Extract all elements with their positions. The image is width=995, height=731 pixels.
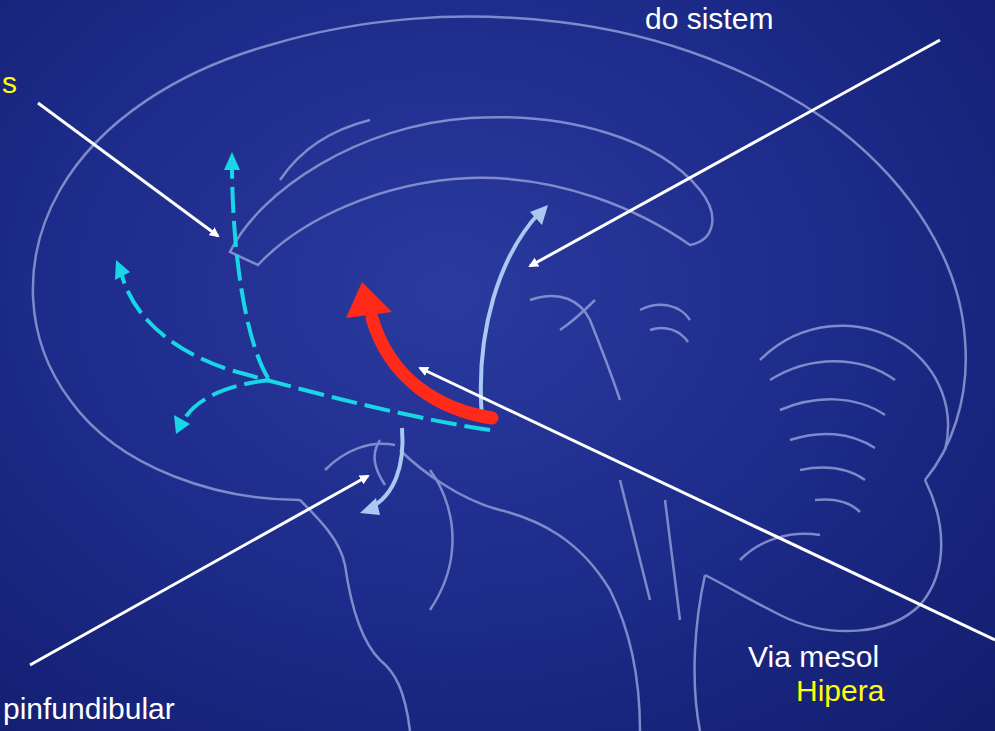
mesocortical-pathway bbox=[120, 162, 490, 430]
arrowhead bbox=[346, 282, 392, 318]
pathway-label: do sistem bbox=[645, 2, 773, 36]
pathway-label: pinfundibular bbox=[3, 692, 175, 726]
leader-lines bbox=[30, 40, 995, 665]
tuberoinfundibular-pathway bbox=[370, 428, 403, 508]
brain-outline bbox=[33, 17, 966, 731]
pathway-label: Via mesol bbox=[748, 640, 879, 674]
arrowhead bbox=[360, 498, 380, 515]
arrowhead bbox=[530, 205, 548, 225]
arrowheads bbox=[115, 152, 240, 434]
pathway-label: s bbox=[2, 66, 17, 100]
mesolimbic-pathway bbox=[372, 318, 492, 418]
nigrostriatal-pathway bbox=[481, 212, 540, 418]
note-label: Hipera bbox=[796, 674, 884, 708]
